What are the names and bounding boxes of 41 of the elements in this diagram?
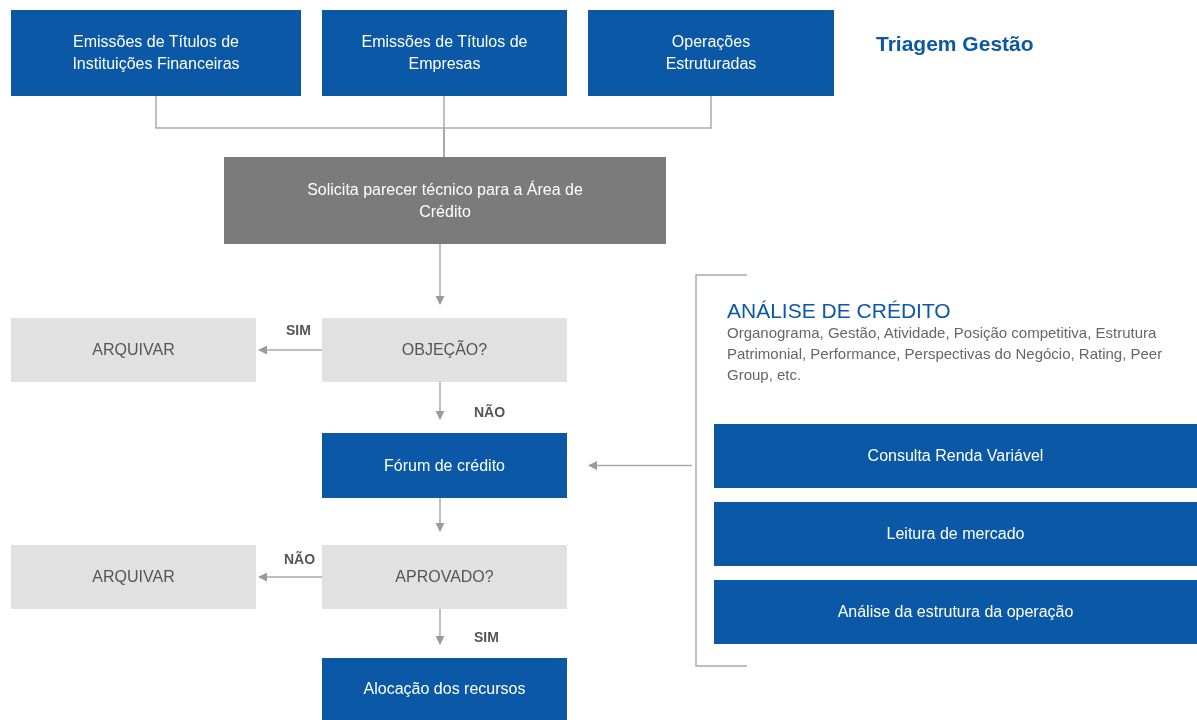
section-heading: ANÁLISE DE CRÉDITO bbox=[727, 298, 952, 324]
decision-text: OBJEÇÃO? bbox=[401, 339, 488, 360]
process-box bbox=[714, 580, 1197, 644]
decision-box bbox=[322, 318, 567, 382]
decision-text: APROVADO? bbox=[395, 567, 494, 587]
process-box bbox=[714, 424, 1197, 488]
arrow bbox=[258, 345, 323, 355]
process-box bbox=[224, 157, 666, 244]
box-label: ARQUIVAR bbox=[92, 340, 175, 360]
decision-box bbox=[11, 545, 256, 609]
box-label: ARQUIVAR bbox=[92, 567, 175, 587]
box-label: Solicita parecer técnico para a Área de Crédito bbox=[306, 179, 584, 222]
arrow bbox=[435, 497, 445, 532]
decision-box bbox=[322, 545, 567, 609]
process-box bbox=[588, 10, 834, 96]
process-box bbox=[11, 10, 301, 96]
box-label: Consulta Renda Variável bbox=[867, 446, 1044, 466]
box-label: Emissões de Títulos de Instituições Financeiras bbox=[71, 32, 241, 74]
arrow bbox=[258, 572, 323, 582]
box-label: Emissões de Títulos de Empresas bbox=[360, 32, 529, 74]
edge-label: SIM bbox=[284, 322, 313, 338]
box-label: Análise da estrutura da operação bbox=[837, 602, 1074, 622]
title-text: Triagem Gestão bbox=[876, 32, 1034, 56]
edge-label: SIM bbox=[472, 629, 501, 645]
edge-label: NÃO bbox=[282, 551, 318, 567]
description-text: Organograma, Gestão, Atividade, Posição competitiva, Estrutura Patrimonial, Performance, Perspectivas do Negócio, Rating, Peer Group, etc. bbox=[727, 323, 1164, 385]
box-label: Leitura de mercado bbox=[886, 524, 1025, 544]
process-box bbox=[322, 433, 567, 498]
arrow bbox=[588, 461, 693, 470]
arrow bbox=[435, 243, 445, 305]
decision-box bbox=[11, 318, 256, 382]
process-box bbox=[714, 502, 1197, 566]
box-label: Alocação dos recursos bbox=[363, 679, 526, 699]
arrow bbox=[435, 381, 445, 420]
arrow bbox=[435, 608, 445, 645]
edge-label: NÃO bbox=[472, 404, 508, 420]
connector-line bbox=[443, 95, 712, 158]
box-label: Operações Estruturadas bbox=[664, 32, 758, 74]
box-label: Fórum de crédito bbox=[384, 455, 505, 476]
process-box bbox=[322, 658, 567, 720]
process-box bbox=[322, 10, 567, 96]
